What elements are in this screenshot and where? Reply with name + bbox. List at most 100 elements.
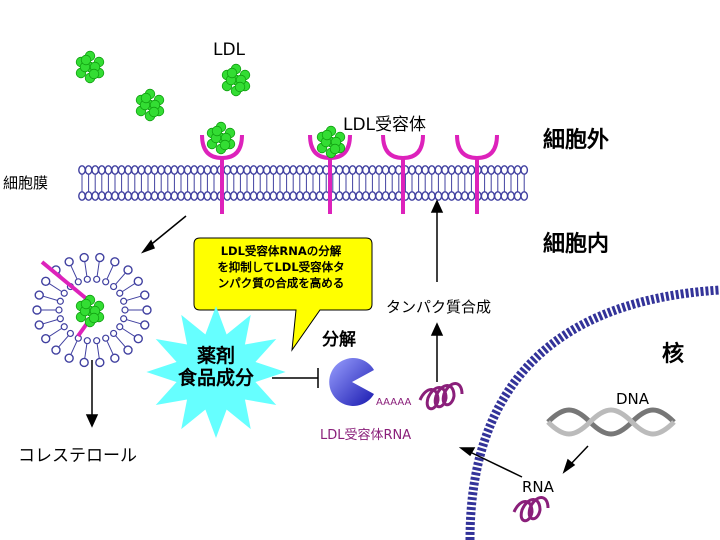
lipid-head bbox=[130, 191, 139, 201]
lipid-head bbox=[262, 165, 271, 175]
vesicle-lipid-head bbox=[93, 275, 101, 283]
lipid-head bbox=[480, 165, 489, 175]
vesicle-lipid-head bbox=[34, 320, 44, 330]
vesicle-lipid-head bbox=[142, 305, 152, 315]
lipid-head bbox=[441, 191, 449, 201]
lipid-head bbox=[111, 191, 119, 201]
vesicle-lipid-head bbox=[133, 276, 143, 287]
ldl-particle bbox=[221, 63, 251, 97]
ldl-sphere bbox=[88, 68, 100, 80]
intracellular-label: 細胞内 bbox=[543, 232, 610, 257]
ldl-particle bbox=[75, 50, 105, 84]
lipid-head bbox=[289, 165, 298, 175]
lipid-head bbox=[84, 165, 93, 175]
receptor-rna-coil bbox=[418, 382, 464, 411]
lipid-head bbox=[295, 165, 304, 175]
lipid-head bbox=[520, 165, 529, 175]
lipid-head bbox=[421, 191, 430, 201]
vesicle-lipid-head bbox=[34, 290, 44, 300]
lipid-head bbox=[388, 165, 397, 175]
lipid-head bbox=[203, 191, 212, 201]
vesicle-lipid-head bbox=[95, 357, 105, 368]
vesicle-lipid-head bbox=[110, 329, 118, 338]
lipid-head bbox=[177, 191, 185, 201]
inhibition-symbol bbox=[272, 368, 319, 388]
callout-line-1: LDL受容体RNAの分解 bbox=[220, 244, 342, 258]
vesicle-lipid-head bbox=[32, 305, 42, 315]
lipid-head bbox=[507, 191, 515, 201]
lipid-head bbox=[236, 165, 245, 175]
cell-membrane bbox=[78, 165, 533, 201]
vesicle-lipid-head bbox=[66, 329, 74, 338]
ldl-particle bbox=[75, 294, 105, 328]
lipid-head bbox=[507, 165, 515, 175]
lipid-head bbox=[150, 191, 159, 201]
lipid-head bbox=[137, 191, 146, 201]
lipid-head bbox=[249, 191, 258, 201]
lipid-head bbox=[210, 165, 218, 175]
vesicle-lipid-head bbox=[110, 353, 120, 363]
lipid-head bbox=[170, 165, 179, 175]
vesicle-lipid-head bbox=[79, 252, 89, 263]
lipid-head bbox=[276, 165, 284, 175]
vesicle-lipid-head bbox=[41, 333, 51, 344]
arrow-rna-export bbox=[469, 451, 523, 478]
ldl-particles bbox=[75, 50, 346, 159]
lipid-head bbox=[289, 191, 298, 201]
vesicle-lipid-head bbox=[51, 345, 61, 355]
lipid-head bbox=[229, 191, 238, 201]
lipid-head bbox=[487, 191, 496, 201]
vesicle-lipid-head bbox=[60, 323, 68, 331]
ldl-particle bbox=[206, 121, 236, 155]
lipid-head bbox=[91, 165, 100, 175]
ldl-label: LDL bbox=[213, 40, 246, 60]
lipid-head bbox=[282, 191, 291, 201]
rna-label: RNA bbox=[522, 478, 554, 496]
arrow-internalize bbox=[147, 215, 187, 248]
lipid-head bbox=[342, 191, 350, 201]
vesicle-lipid-head bbox=[64, 257, 74, 267]
lipid-head bbox=[493, 165, 502, 175]
lipid-head bbox=[493, 191, 502, 201]
lipid-head bbox=[335, 165, 344, 175]
lipid-head bbox=[157, 165, 166, 175]
lipid-head bbox=[315, 191, 324, 201]
lipid-head bbox=[381, 165, 390, 175]
lipid-head bbox=[480, 191, 489, 201]
lipid-head bbox=[414, 165, 423, 175]
lipid-head bbox=[229, 165, 238, 175]
lipid-head bbox=[500, 191, 509, 201]
lipid-head bbox=[414, 191, 423, 201]
nuclear-rna-coil bbox=[512, 496, 550, 523]
lipid-head bbox=[190, 191, 199, 201]
dna-label: DNA bbox=[616, 390, 650, 408]
cholesterol-label: コレステロール bbox=[18, 446, 137, 466]
receptor-cup bbox=[455, 134, 499, 161]
nucleus-envelope bbox=[465, 285, 720, 540]
vesicle-lipid-head bbox=[64, 353, 74, 363]
lipid-head bbox=[183, 191, 192, 201]
lipid-head bbox=[243, 165, 251, 175]
poly-a-label: AAAAA bbox=[376, 397, 412, 408]
lipid-head bbox=[223, 165, 232, 175]
vesicle-lipid-head bbox=[83, 337, 91, 345]
ldl-particle bbox=[316, 125, 346, 159]
vesicle-lipid-head bbox=[110, 257, 120, 267]
ldl-sphere bbox=[88, 312, 100, 324]
vesicle-lipid-head bbox=[56, 297, 64, 305]
callout-line-2: を抑制してLDL受容体タ bbox=[217, 260, 345, 274]
lipid-head bbox=[454, 165, 463, 175]
lipid-head bbox=[84, 191, 93, 201]
lipid-head bbox=[190, 165, 199, 175]
lipid-head bbox=[368, 191, 377, 201]
drug-starburst bbox=[146, 305, 286, 439]
endosome-vesicle bbox=[32, 252, 152, 368]
lipid-head bbox=[467, 165, 476, 175]
lipid-head bbox=[348, 165, 357, 175]
lipid-head bbox=[434, 165, 443, 175]
lipid-head bbox=[236, 191, 245, 201]
vesicle-lipid-head bbox=[123, 345, 133, 355]
lipid-head bbox=[117, 191, 126, 201]
drug-line-2: 食品成分 bbox=[177, 367, 254, 389]
lipid-head bbox=[177, 165, 185, 175]
